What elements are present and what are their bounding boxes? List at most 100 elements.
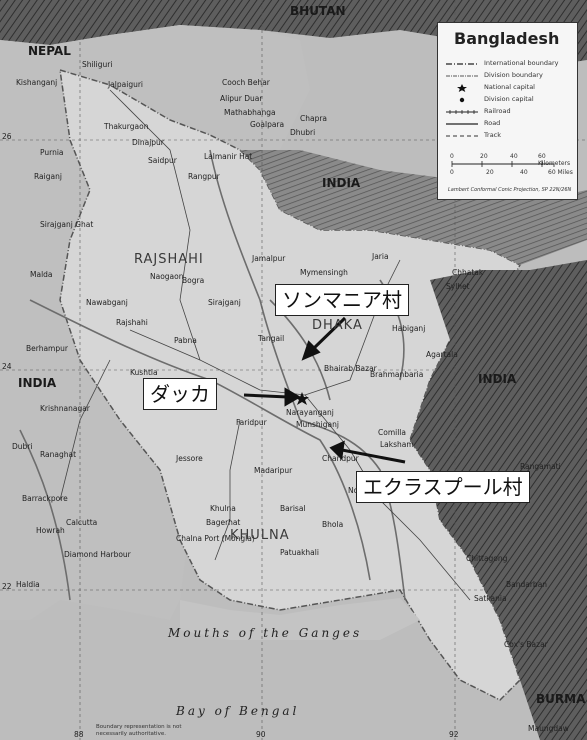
dot-icon xyxy=(459,97,465,103)
city-label: Mymensingh xyxy=(300,268,348,277)
city-label: Habiganj xyxy=(392,324,426,333)
city-label: Thakurgaon xyxy=(104,122,149,131)
city-label: Saidpur xyxy=(148,156,177,165)
legend-label: National capital xyxy=(484,83,535,91)
city-label: Chapra xyxy=(300,114,328,123)
city-label: Madaripur xyxy=(254,466,293,475)
city-label: Jaria xyxy=(372,252,389,261)
city-label: Haldia xyxy=(16,580,40,589)
city-label: Purnia xyxy=(40,148,64,157)
city-label: Malda xyxy=(30,270,53,279)
legend-title: Bangladesh xyxy=(454,29,560,48)
city-label: Agartala xyxy=(426,350,458,359)
legend-item-division-boundary: Division boundary xyxy=(444,71,576,81)
city-label: Laksham xyxy=(380,440,414,449)
city-label: Bogra xyxy=(182,276,205,285)
label-bhutan: BHUTAN xyxy=(290,4,346,18)
scale-mi-20: 20 xyxy=(486,169,494,176)
railroad-icon xyxy=(446,110,478,114)
city-label: Comilla xyxy=(378,428,406,437)
city-label: Lalmanir Hat xyxy=(204,152,253,161)
callout-arrows xyxy=(243,316,406,464)
arrow-village2-head xyxy=(329,440,345,461)
city-label: Cooch Behar xyxy=(222,78,270,87)
city-label: Khulna xyxy=(210,504,236,513)
legend-label: Division capital xyxy=(484,95,534,103)
city-label: Tangail xyxy=(258,334,285,343)
city-label: Narayanganj xyxy=(286,408,334,417)
label-burma: BURMA xyxy=(536,692,586,706)
arrow-village2 xyxy=(341,448,406,464)
star-icon xyxy=(457,84,467,92)
city-label: Cox's Bazar xyxy=(504,640,548,649)
city-label: Satkania xyxy=(474,594,507,603)
legend-item-track: Track xyxy=(444,131,576,141)
scale-bar xyxy=(451,161,555,167)
city-label: Sirajganj xyxy=(208,298,241,307)
scale-mi-40: 40 xyxy=(520,169,528,176)
lon-label: 92 xyxy=(449,730,459,739)
callout-village-eklaspur: エクラスプール村 xyxy=(356,471,530,503)
city-label: Rajshahi xyxy=(116,318,148,327)
lat-label: 26 xyxy=(2,132,12,141)
label-india-west: INDIA xyxy=(18,376,57,390)
city-label: Chhatak xyxy=(452,268,484,277)
city-label: Nawabganj xyxy=(86,298,128,307)
city-label: Maungdaw xyxy=(528,724,569,733)
label-dhaka: DHAKA xyxy=(312,318,363,333)
city-label: Kushtia xyxy=(130,368,158,377)
city-label: Faridpur xyxy=(236,418,267,427)
city-label: Dubri xyxy=(12,442,33,451)
city-label: Krishnanagar xyxy=(40,404,90,413)
label-nepal: NEPAL xyxy=(28,44,71,58)
legend-label: Railroad xyxy=(484,107,511,115)
arrow-dhaka xyxy=(243,393,289,399)
city-label: Bagerhat xyxy=(206,518,241,527)
division-boundary-icon xyxy=(446,75,478,77)
label-bay-of-bengal: Bay of Bengal xyxy=(176,704,300,718)
scale-mi-60: 60 Miles xyxy=(548,169,573,176)
city-label: Alipur Duar xyxy=(220,94,263,103)
legend-label: Division boundary xyxy=(484,71,543,79)
lon-label: 90 xyxy=(256,730,266,739)
label-india-north: INDIA xyxy=(322,176,361,190)
city-label: Howrah xyxy=(36,526,65,535)
callout-dhaka: ダッカ xyxy=(143,378,217,410)
city-label: Kishanganj xyxy=(16,78,58,87)
lat-label: 22 xyxy=(2,582,12,591)
city-label: Jalpaiguri xyxy=(108,80,144,89)
dhaka-star-icon xyxy=(295,392,309,405)
legend-label: Road xyxy=(484,119,501,127)
shillong-plateau-relief xyxy=(240,150,587,265)
city-label: Rangamati xyxy=(520,462,561,471)
city-label: Chalna Port (Mongla) xyxy=(176,534,255,543)
legend-item-international-boundary: International boundary xyxy=(444,59,576,69)
city-label: Sylhet xyxy=(446,282,470,291)
arrow-village1-head xyxy=(301,340,321,361)
city-label: Jamalpur xyxy=(252,254,286,263)
city-label: Barrackpore xyxy=(22,494,68,503)
arrow-village1 xyxy=(310,316,347,352)
city-label: Naogaon xyxy=(150,272,184,281)
himalaya-relief xyxy=(0,0,587,70)
scale-km-60: 60 Kilometers xyxy=(538,153,571,167)
city-label: Jessore xyxy=(176,454,203,463)
road-icon xyxy=(446,123,478,125)
intl-boundary-icon xyxy=(446,63,478,65)
label-rajshahi: RAJSHAHI xyxy=(134,252,204,267)
city-label: Rangpur xyxy=(188,172,220,181)
city-label: Chittagong xyxy=(466,554,508,563)
legend-item-division-capital: Division capital xyxy=(444,95,576,105)
city-label: Calcutta xyxy=(66,518,98,527)
city-label: Bandarban xyxy=(506,580,548,589)
legend-label: International boundary xyxy=(484,59,559,67)
city-label: Munshiganj xyxy=(296,420,339,429)
scale-km-40: 40 xyxy=(510,153,518,160)
city-label: Sirajganj Ghat xyxy=(40,220,94,229)
projection-note: Lambert Conformal Conic Projection, SP 2… xyxy=(448,187,572,193)
city-label: Bhairab Bazar xyxy=(324,364,377,373)
boundary-note: Boundary representation is not necessari… xyxy=(96,724,182,737)
scale-mi-0: 0 xyxy=(450,169,454,176)
legend-item-railroad: Railroad xyxy=(444,107,576,117)
